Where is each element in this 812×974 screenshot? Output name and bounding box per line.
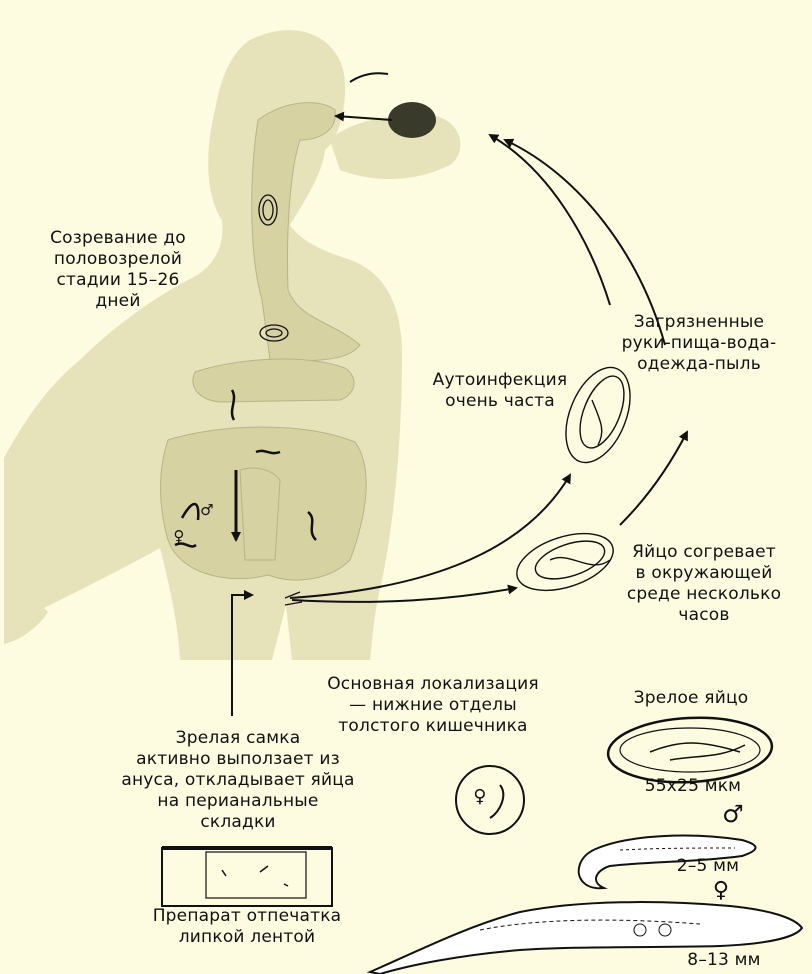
hand-mouth-icon (330, 73, 460, 179)
label-female-exits: Зрелая самка активно выползает из ануса,… (100, 728, 376, 833)
label-egg-size: 55x25 мкм (628, 776, 758, 797)
body-female-symbol-icon: ♀ (168, 526, 190, 547)
label-egg-matures: Яйцо согревает в окружающей среде нескол… (606, 542, 802, 626)
label-female-size: 8–13 мм (664, 950, 784, 971)
female-worm-circle-icon (456, 766, 524, 834)
body-male-symbol-icon: ♂ (196, 500, 218, 521)
female-symbol-icon: ♀ (706, 880, 736, 901)
label-tape-slide: Препарат отпечатка липкой лентой (112, 906, 382, 948)
label-maturation: Созревание до половозрелой стадии 15–26 … (18, 228, 218, 312)
tape-slide-icon (162, 848, 332, 906)
label-male-size: 2–5 мм (648, 856, 768, 877)
label-contaminated-sources: Загрязненные руки-пища-вода- одежда-пыль (592, 312, 806, 375)
male-symbol-icon: ♂ (716, 804, 750, 825)
label-autoinfection: Аутоинфекция очень часта (410, 370, 590, 412)
circle-female-symbol-icon: ♀ (470, 786, 490, 807)
egg-environment-icon (510, 523, 621, 601)
label-mature-egg: Зрелое яйцо (606, 688, 776, 709)
